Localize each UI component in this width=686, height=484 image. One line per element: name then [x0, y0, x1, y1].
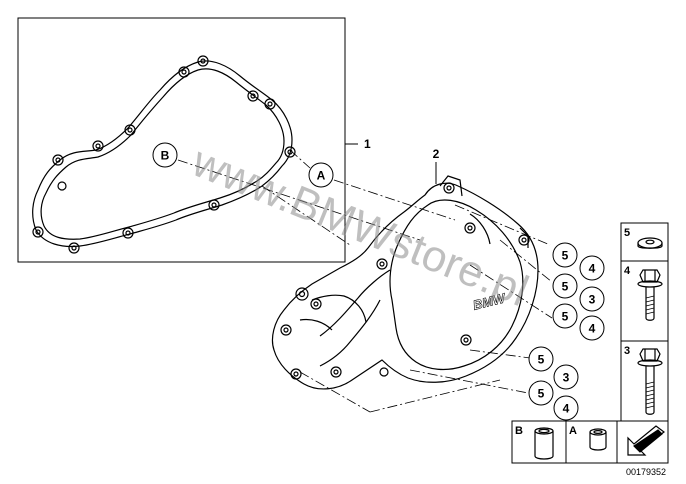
- legend-box-b: B: [515, 425, 523, 437]
- bolt-long-icon: [637, 348, 663, 415]
- svg-text:5: 5: [538, 387, 545, 401]
- legend-box-a: A: [569, 425, 577, 437]
- assembly-lines: [177, 149, 553, 413]
- svg-text:5: 5: [562, 310, 569, 324]
- dowel-sleeve-small-icon: [589, 428, 607, 451]
- callout-group-5: 5 4: [528, 380, 579, 421]
- callout-group-4: 5 3: [528, 346, 579, 390]
- part-number-1: 1: [364, 137, 371, 151]
- svg-text:4: 4: [563, 402, 570, 416]
- gasket-illustration: [32, 55, 296, 254]
- legend-panel: [620, 222, 669, 422]
- drawing-number: 00179352: [626, 467, 666, 477]
- svg-text:4: 4: [589, 262, 596, 276]
- svg-text:5: 5: [538, 353, 545, 367]
- callout-group-2: 5 3: [552, 273, 605, 312]
- legend-row-5: 5: [624, 227, 630, 239]
- callout-b: B: [161, 149, 170, 163]
- legend-row-4: 4: [624, 265, 631, 277]
- svg-text:3: 3: [563, 371, 570, 385]
- arrow-symbol-icon: [627, 425, 665, 456]
- svg-text:5: 5: [562, 249, 569, 263]
- callout-a: A: [317, 169, 326, 183]
- callout-b-circle: [152, 142, 178, 168]
- legend-row-3: 3: [624, 345, 630, 357]
- bolt-short-icon: [637, 269, 663, 321]
- bottom-legend: [511, 420, 669, 464]
- dowel-sleeve-large-icon: [534, 427, 554, 460]
- svg-text:3: 3: [589, 293, 596, 307]
- callout-a-circle: [308, 162, 334, 188]
- svg-text:4: 4: [589, 322, 596, 336]
- part-number-2: 2: [433, 147, 440, 161]
- svg-text:5: 5: [562, 280, 569, 294]
- callout-group-3: 5 4: [552, 303, 605, 341]
- callout-group-1: 5 4: [552, 242, 605, 281]
- washer-icon: [637, 237, 663, 249]
- engine-cover-illustration: [271, 175, 539, 390]
- gasket-frame: [17, 17, 346, 263]
